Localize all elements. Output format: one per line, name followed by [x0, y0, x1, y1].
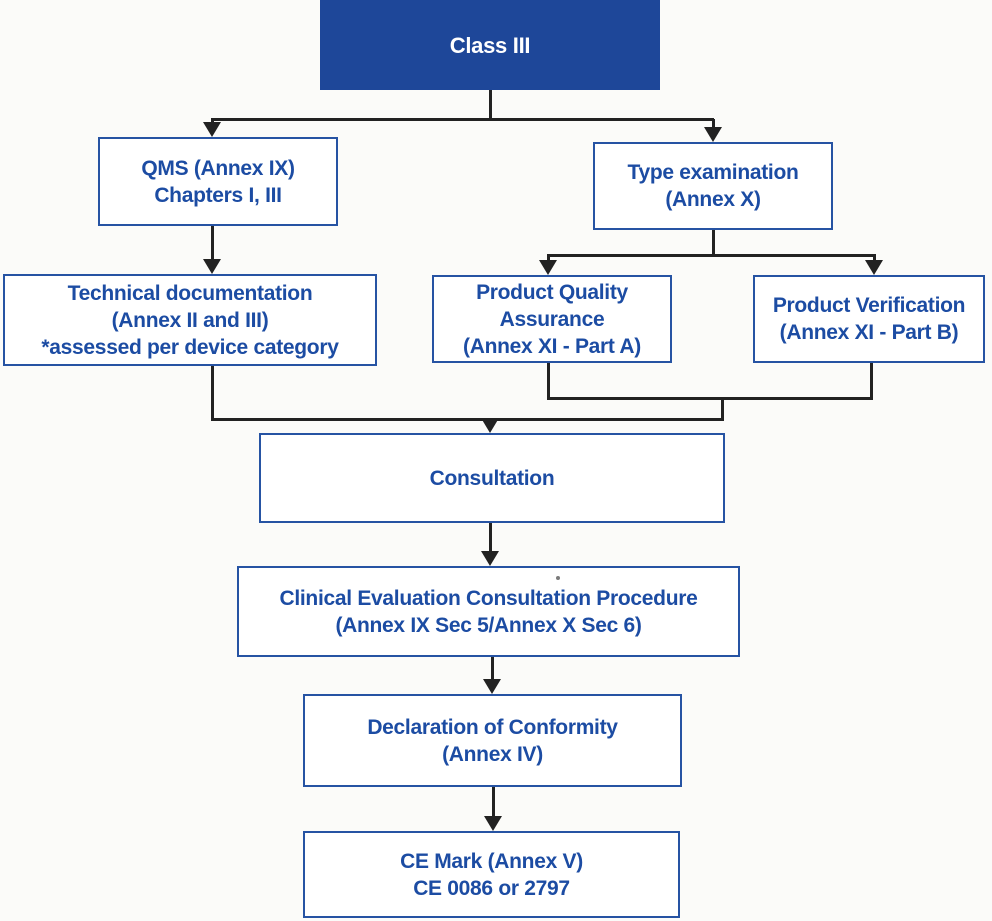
edge-pqa-down-line — [547, 363, 550, 400]
node-declaration-label-line1: Declaration of Conformity — [367, 715, 618, 739]
node-product-verification: Product Verification (Annex XI - Part B) — [753, 275, 985, 363]
node-ce-mark-label-line1: CE Mark (Annex V) — [400, 849, 583, 873]
arrow-down-icon — [483, 679, 501, 694]
edge-to-pqa-line — [547, 255, 550, 263]
arrow-down-icon — [481, 551, 499, 566]
arrow-down-icon — [481, 418, 499, 433]
node-product-quality-assurance: Product Quality Assurance (Annex XI - Pa… — [432, 275, 672, 363]
edge-to-pv-line — [873, 255, 876, 263]
node-class-iii-label: Class III — [449, 32, 531, 58]
node-cecp-label-line2: (Annex IX Sec 5/Annex X Sec 6) — [335, 613, 642, 637]
node-consultation-label: Consultation — [429, 466, 555, 490]
node-product-verification-label-line1: Product Verification — [772, 294, 966, 317]
edge-join-drop-line — [721, 398, 724, 421]
node-ce-mark-label-line2: CE 0086 or 2797 — [413, 876, 570, 900]
edge-type-exam-stem — [712, 230, 715, 257]
node-ce-mark: CE Mark (Annex V) CE 0086 or 2797 — [303, 831, 680, 918]
arrow-down-icon — [484, 816, 502, 831]
edge-cecp-to-declaration-line — [491, 657, 494, 683]
node-declaration-label-line2: (Annex IV) — [442, 742, 543, 766]
node-type-examination-label-line2: (Annex X) — [665, 188, 761, 211]
edge-pqa-pv-join-bar — [547, 397, 872, 400]
node-clinical-evaluation-consultation-procedure: Clinical Evaluation Consultation Procedu… — [237, 566, 740, 657]
node-cecp-label-line1: Clinical Evaluation Consultation Procedu… — [279, 586, 698, 610]
stray-dot — [556, 576, 560, 580]
node-class-iii: Class III — [320, 0, 660, 90]
edge-declaration-to-ce-mark-line — [492, 787, 495, 820]
edge-consultation-to-cecp-line — [489, 523, 492, 554]
node-type-examination-label-line1: Type examination — [627, 161, 799, 184]
node-product-quality-assurance-label-line2: Assurance — [499, 307, 605, 331]
edge-class-iii-split-bar — [211, 118, 714, 121]
node-technical-documentation-label-line2: (Annex II and III) — [111, 308, 269, 332]
node-product-quality-assurance-label-line1: Product Quality — [476, 280, 628, 304]
arrow-down-icon — [865, 260, 883, 275]
arrow-down-icon — [704, 127, 722, 142]
arrow-down-icon — [203, 259, 221, 274]
edge-qms-to-tech-doc-line — [211, 226, 214, 262]
arrow-down-icon — [539, 260, 557, 275]
node-qms-label-line1: QMS (Annex IX) — [141, 156, 295, 180]
edge-pv-down-line — [870, 363, 873, 400]
edge-to-type-exam-line — [712, 119, 715, 129]
node-technical-documentation-label-line3: *assessed per device category — [41, 335, 339, 359]
node-technical-documentation-label-line1: Technical documentation — [67, 281, 313, 305]
node-type-examination: Type examination (Annex X) — [593, 142, 833, 230]
node-product-quality-assurance-label-line3: (Annex XI - Part A) — [463, 334, 641, 358]
edge-class-iii-stem — [489, 90, 492, 120]
node-qms-label-line2: Chapters I, III — [154, 183, 282, 207]
node-qms: QMS (Annex IX) Chapters I, III — [98, 137, 338, 226]
node-technical-documentation: Technical documentation (Annex II and II… — [3, 274, 377, 366]
edge-type-exam-split-bar — [547, 254, 876, 257]
node-product-verification-label-line2: (Annex XI - Part B) — [779, 321, 959, 344]
node-consultation: Consultation — [259, 433, 725, 523]
node-declaration-of-conformity: Declaration of Conformity (Annex IV) — [303, 694, 682, 787]
edge-tech-doc-down-line — [211, 366, 214, 421]
edge-convergence-bar — [211, 418, 723, 421]
arrow-down-icon — [203, 122, 221, 137]
